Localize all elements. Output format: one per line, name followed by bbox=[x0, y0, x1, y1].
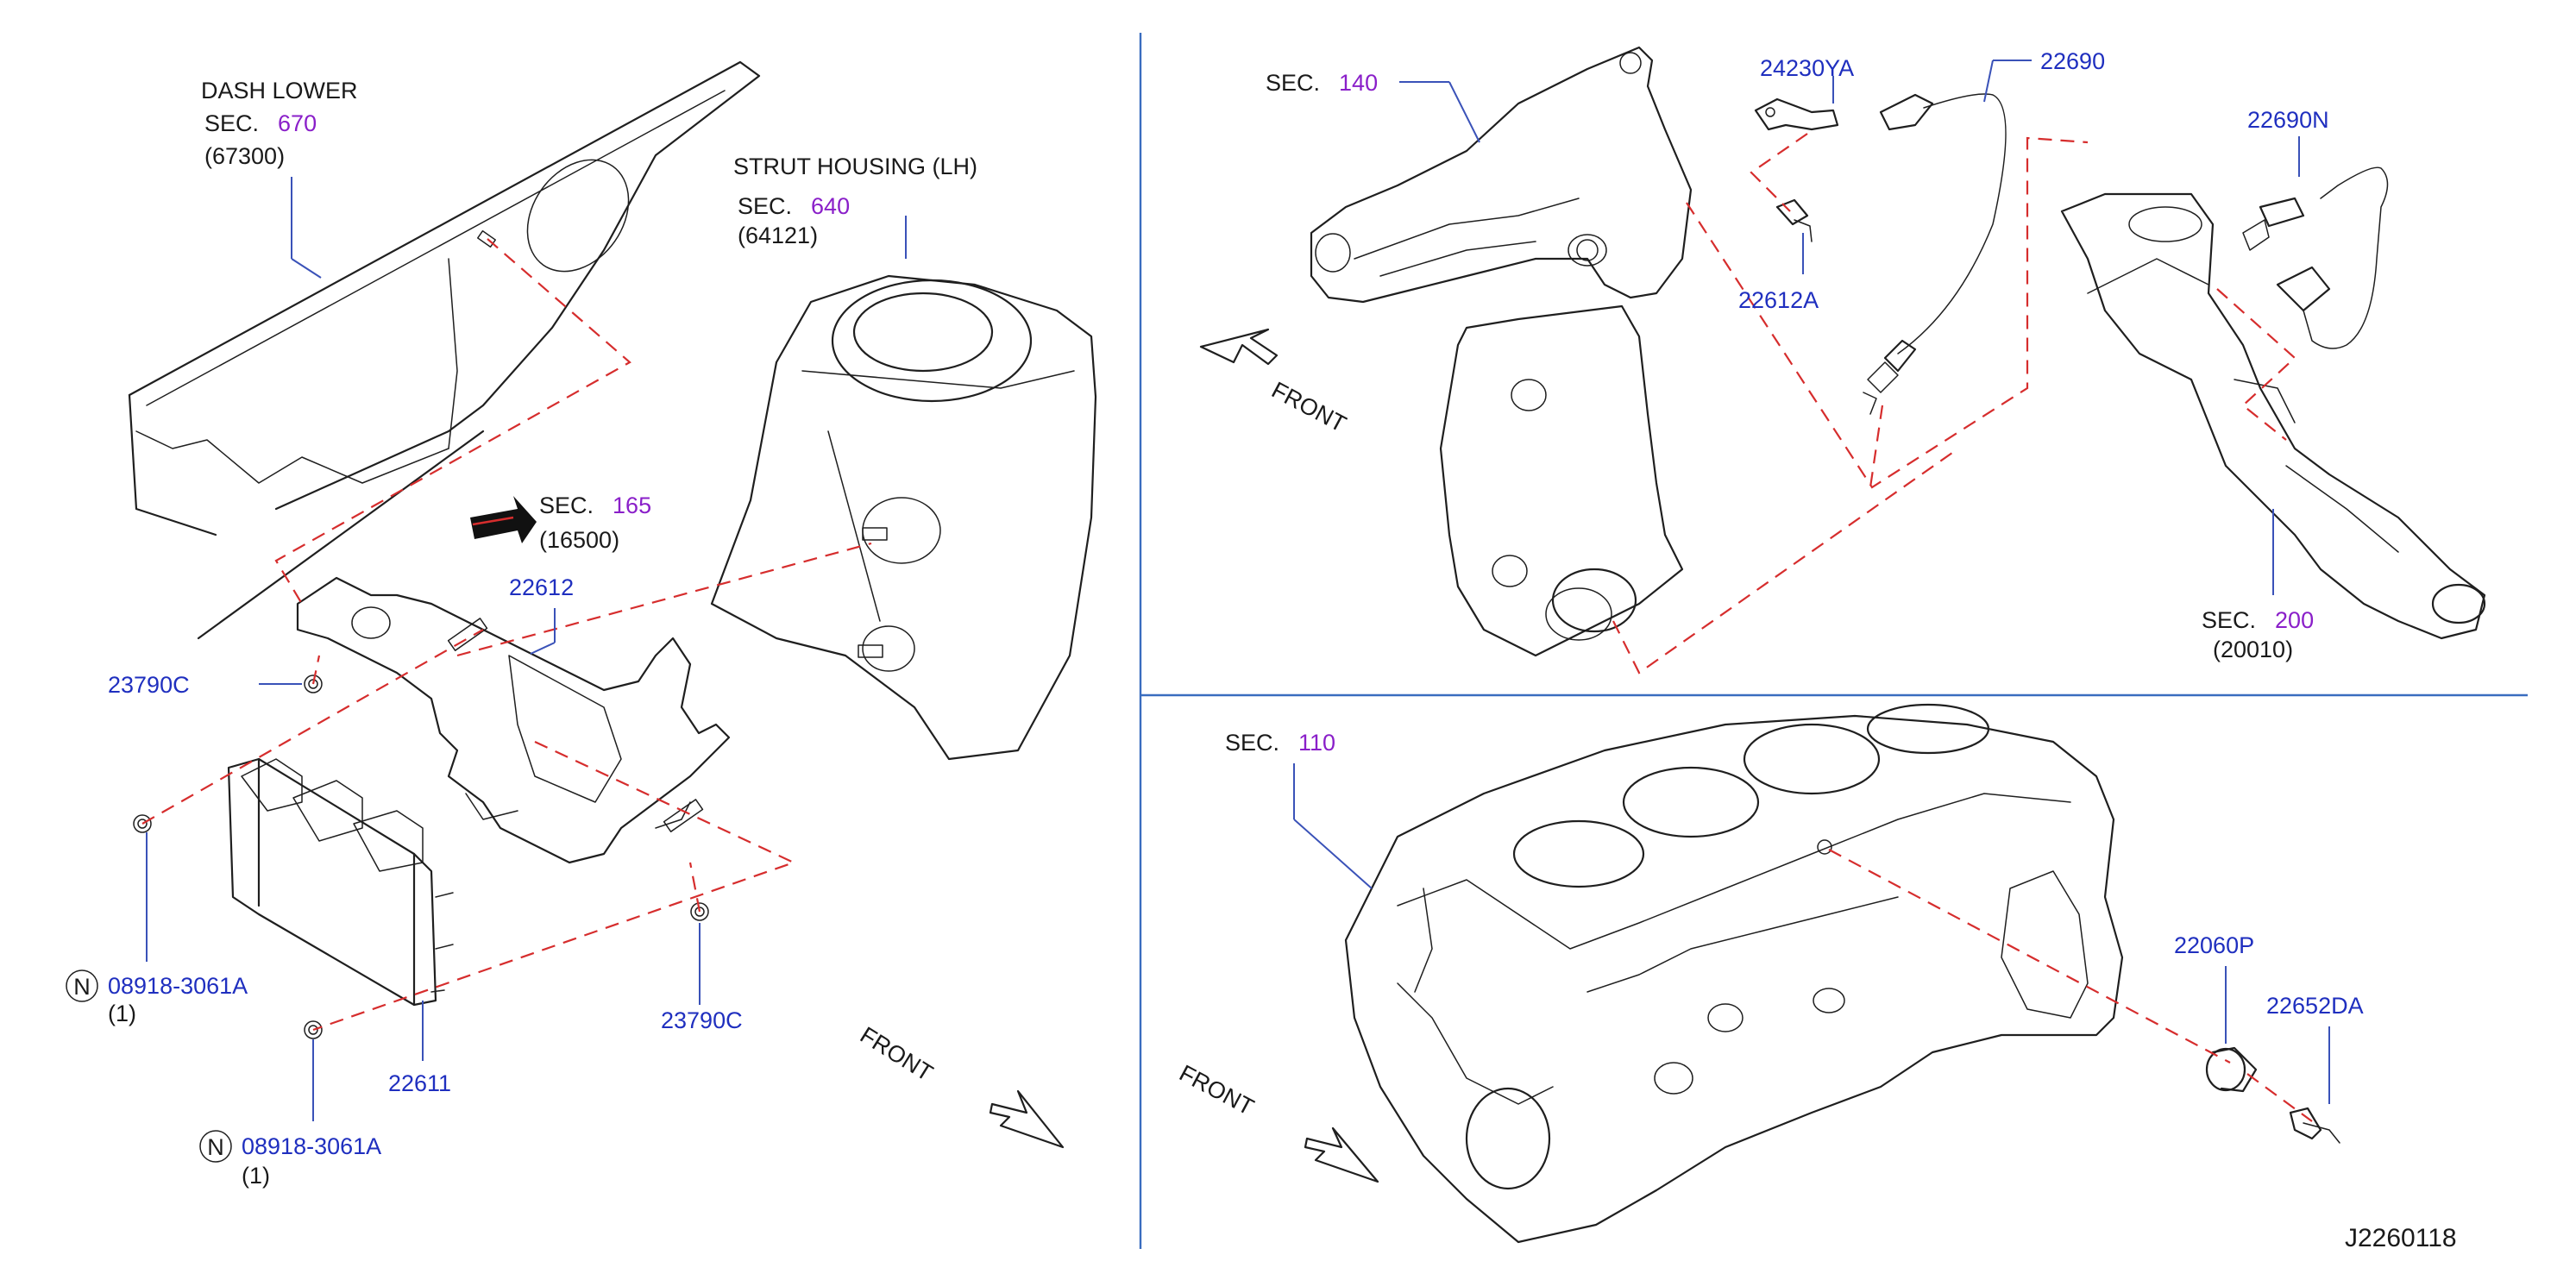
strut-housing-part: (64121) bbox=[738, 223, 818, 248]
leaders-left bbox=[146, 177, 907, 1121]
dash-lower-part: (67300) bbox=[204, 143, 285, 169]
sensor-22690-label: 22690 bbox=[2040, 48, 2105, 74]
bracket-22612-label: 22612 bbox=[509, 574, 574, 600]
strut-housing bbox=[710, 274, 1097, 761]
guide-lines-bottom-right bbox=[1828, 849, 2313, 1122]
bolt-22612a-label: 22612A bbox=[1738, 287, 1819, 313]
sec-165-label: SEC.165 bbox=[539, 493, 651, 518]
strut-housing-sec: SEC.640 bbox=[738, 193, 850, 219]
ecm-22611 bbox=[227, 757, 454, 1007]
leaders-bottom-right bbox=[1293, 763, 2330, 1104]
o2-sensor-22690n bbox=[2242, 166, 2389, 349]
ecm-22611-label: 22611 bbox=[388, 1070, 451, 1096]
fasteners-left bbox=[133, 675, 709, 1039]
guide-lines-left bbox=[141, 238, 872, 1032]
diagram-id: J2260118 bbox=[2345, 1224, 2457, 1252]
knock-bolt-22652da bbox=[2289, 1107, 2340, 1144]
catalytic-converter bbox=[2060, 192, 2486, 640]
bolt-2-marker: N bbox=[207, 1134, 224, 1160]
bracket-22612 bbox=[296, 576, 731, 864]
bolt-2-callout: N 08918-3061A (1) bbox=[199, 1130, 381, 1189]
bolt-22612a bbox=[1775, 198, 1813, 242]
exhaust-part: (20010) bbox=[2213, 637, 2293, 662]
front-label-bottom-right: FRONT bbox=[1175, 1060, 1258, 1120]
bolt-1-marker: N bbox=[73, 974, 91, 1000]
sec-165-part: (16500) bbox=[539, 527, 619, 553]
knock-bolt-label: 22652DA bbox=[2266, 993, 2364, 1019]
bolt-1-callout: N 08918-3061A (1) bbox=[66, 969, 248, 1026]
exhaust-manifold bbox=[1310, 46, 1693, 657]
block-sec: SEC.110 bbox=[1225, 730, 1335, 756]
nut-23790c-right-label: 23790C bbox=[661, 1007, 743, 1033]
o2-sensor-22690 bbox=[1863, 93, 2007, 415]
sensor-22690n-label: 22690N bbox=[2247, 107, 2329, 133]
arrow-sec-165 bbox=[470, 496, 537, 543]
dash-lower-name: DASH LOWER bbox=[201, 78, 358, 104]
leaders-top-right bbox=[1399, 60, 2300, 595]
exhaust-sec: SEC.200 bbox=[2202, 607, 2314, 633]
panel-dividers bbox=[1139, 33, 2528, 1249]
guide-lines-top-right bbox=[1612, 133, 2296, 675]
bolt-08918-3061a-upper bbox=[133, 814, 152, 833]
front-label-left: FRONT bbox=[856, 1022, 938, 1087]
bracket-24230ya-label: 24230YA bbox=[1760, 55, 1854, 81]
strut-housing-name: STRUT HOUSING (LH) bbox=[733, 154, 977, 179]
front-arrow-top-right bbox=[1199, 328, 1279, 366]
front-arrow-left bbox=[989, 1089, 1065, 1149]
bolt-08918-3061a-lower bbox=[304, 1020, 323, 1039]
bracket-24230ya bbox=[1754, 97, 1839, 131]
bolt-2-part: 08918-3061A bbox=[242, 1133, 381, 1159]
knock-sensor-label: 22060P bbox=[2174, 932, 2254, 958]
bolt-1-part: 08918-3061A bbox=[108, 973, 248, 999]
bolt-2-qty: (1) bbox=[242, 1163, 270, 1189]
front-label-top-right: FRONT bbox=[1267, 377, 1350, 437]
dash-lower-panel bbox=[128, 60, 761, 640]
front-arrow-bottom-right bbox=[1304, 1126, 1379, 1183]
knock-sensor-22060p bbox=[2205, 1046, 2258, 1093]
dash-lower-sec: SEC.670 bbox=[204, 110, 317, 136]
nut-23790c-upper-label: 23790C bbox=[108, 672, 190, 698]
cylinder-block bbox=[1344, 703, 2124, 1244]
bolt-1-qty: (1) bbox=[108, 1001, 136, 1026]
manifold-sec: SEC.140 bbox=[1266, 70, 1378, 96]
